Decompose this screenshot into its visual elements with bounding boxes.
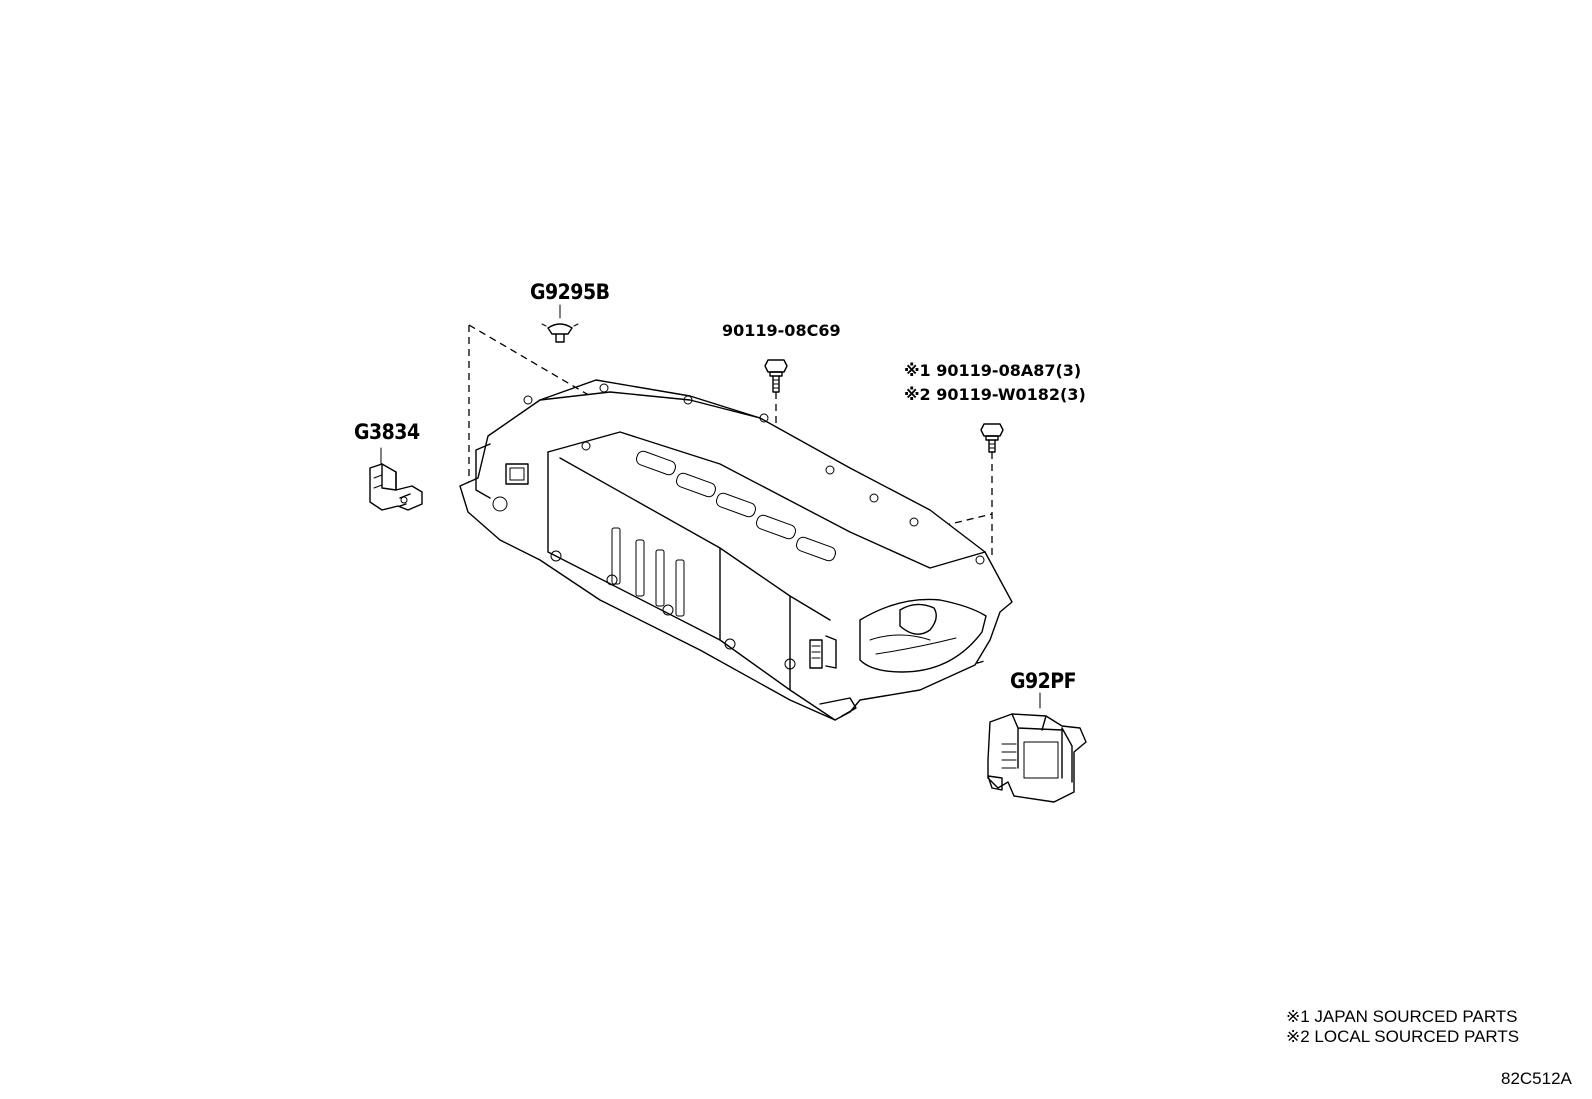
mounting-bolt-icon xyxy=(492,383,985,670)
bracket-icon[interactable] xyxy=(369,463,423,511)
callout-g9295b[interactable]: G9295B xyxy=(530,280,610,304)
terminal-cover-icon[interactable] xyxy=(987,713,1087,803)
callout-bolt-b-local[interactable]: ※2 90119-W0182(3) xyxy=(904,385,1086,404)
cooling-vent-icon xyxy=(636,450,836,562)
callout-g3834[interactable]: G3834 xyxy=(354,420,420,444)
clip-icon[interactable] xyxy=(541,323,579,343)
battery-assembly[interactable] xyxy=(459,379,1013,721)
diagram-code: 82C512A xyxy=(1501,1069,1573,1088)
footnote-japan: ※1 JAPAN SOURCED PARTS xyxy=(1286,1007,1518,1026)
bolt-icon[interactable] xyxy=(764,359,788,393)
callout-g92pf[interactable]: G92PF xyxy=(1010,669,1077,693)
bolt-icon[interactable] xyxy=(980,423,1004,453)
callout-bolt-a[interactable]: 90119-08C69 xyxy=(722,321,841,340)
callout-bolt-b-japan[interactable]: ※1 90119-08A87(3) xyxy=(904,361,1081,380)
footnote-local: ※2 LOCAL SOURCED PARTS xyxy=(1286,1027,1519,1046)
side-slot-icon xyxy=(611,527,685,617)
